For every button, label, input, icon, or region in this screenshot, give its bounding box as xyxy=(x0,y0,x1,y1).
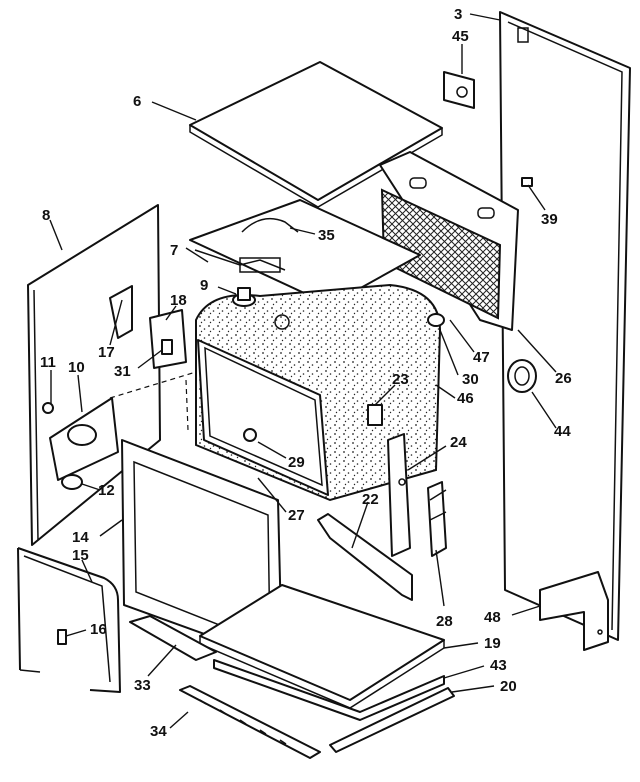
part-label-6: 6 xyxy=(133,93,141,110)
rear-vent-panel xyxy=(379,151,519,331)
part-label-45: 45 xyxy=(452,28,469,45)
gasket-clip xyxy=(57,629,67,645)
part-label-46: 46 xyxy=(457,390,474,407)
back-panel xyxy=(499,11,631,641)
part-label-20: 20 xyxy=(500,678,517,695)
side-mount-bracket xyxy=(539,571,609,651)
bottom-rail xyxy=(213,659,445,721)
part-label-16: 16 xyxy=(90,621,107,638)
vent-hose xyxy=(241,217,299,233)
part-label-26: 26 xyxy=(555,370,572,387)
oven-light xyxy=(243,428,257,442)
part-label-39: 39 xyxy=(541,211,558,228)
bulb xyxy=(61,474,83,490)
light-socket xyxy=(42,402,54,414)
door-latch xyxy=(427,481,447,557)
part-label-19: 19 xyxy=(484,635,501,652)
part-label-23: 23 xyxy=(392,371,409,388)
oven-cavity xyxy=(195,283,442,502)
part-label-17: 17 xyxy=(98,344,115,361)
part-label-10: 10 xyxy=(68,359,85,376)
door-gasket xyxy=(17,547,121,693)
part-label-34: 34 xyxy=(150,723,167,740)
clip xyxy=(521,177,533,187)
part-label-14: 14 xyxy=(72,529,89,546)
part-label-9: 9 xyxy=(200,277,208,294)
gasket xyxy=(427,313,445,327)
part-labels: 3 45 6 39 8 35 7 9 18 17 47 26 11 10 31 … xyxy=(40,6,572,740)
part-label-7: 7 xyxy=(170,242,178,259)
part-label-12: 12 xyxy=(98,482,115,499)
part-label-29: 29 xyxy=(288,454,305,471)
part-label-15: 15 xyxy=(72,547,89,564)
sensor-fitting xyxy=(232,287,256,307)
vent-grille xyxy=(179,685,321,759)
mounting-plate xyxy=(443,71,475,109)
latch-bracket xyxy=(387,433,411,557)
part-label-31: 31 xyxy=(114,363,131,380)
cross-rail xyxy=(317,513,413,601)
part-label-27: 27 xyxy=(288,507,305,524)
leader-lines xyxy=(49,13,557,729)
part-label-30: 30 xyxy=(462,371,479,388)
part-label-44: 44 xyxy=(554,423,571,440)
grommet xyxy=(507,359,537,393)
light-assembly xyxy=(42,397,119,481)
part-label-35: 35 xyxy=(318,227,335,244)
part-label-48: 48 xyxy=(484,609,501,626)
part-label-18: 18 xyxy=(170,292,187,309)
part-label-33: 33 xyxy=(134,677,151,694)
part-label-3: 3 xyxy=(454,6,462,23)
switch-bracket xyxy=(149,309,187,369)
part-label-28: 28 xyxy=(436,613,453,630)
part-label-8: 8 xyxy=(42,207,50,224)
part-label-11: 11 xyxy=(40,354,56,371)
part-label-47: 47 xyxy=(473,349,490,366)
toe-rail xyxy=(329,687,455,753)
top-panel xyxy=(189,61,443,208)
part-label-24: 24 xyxy=(450,434,467,451)
part-label-22: 22 xyxy=(362,491,379,508)
part-label-43: 43 xyxy=(490,657,507,674)
